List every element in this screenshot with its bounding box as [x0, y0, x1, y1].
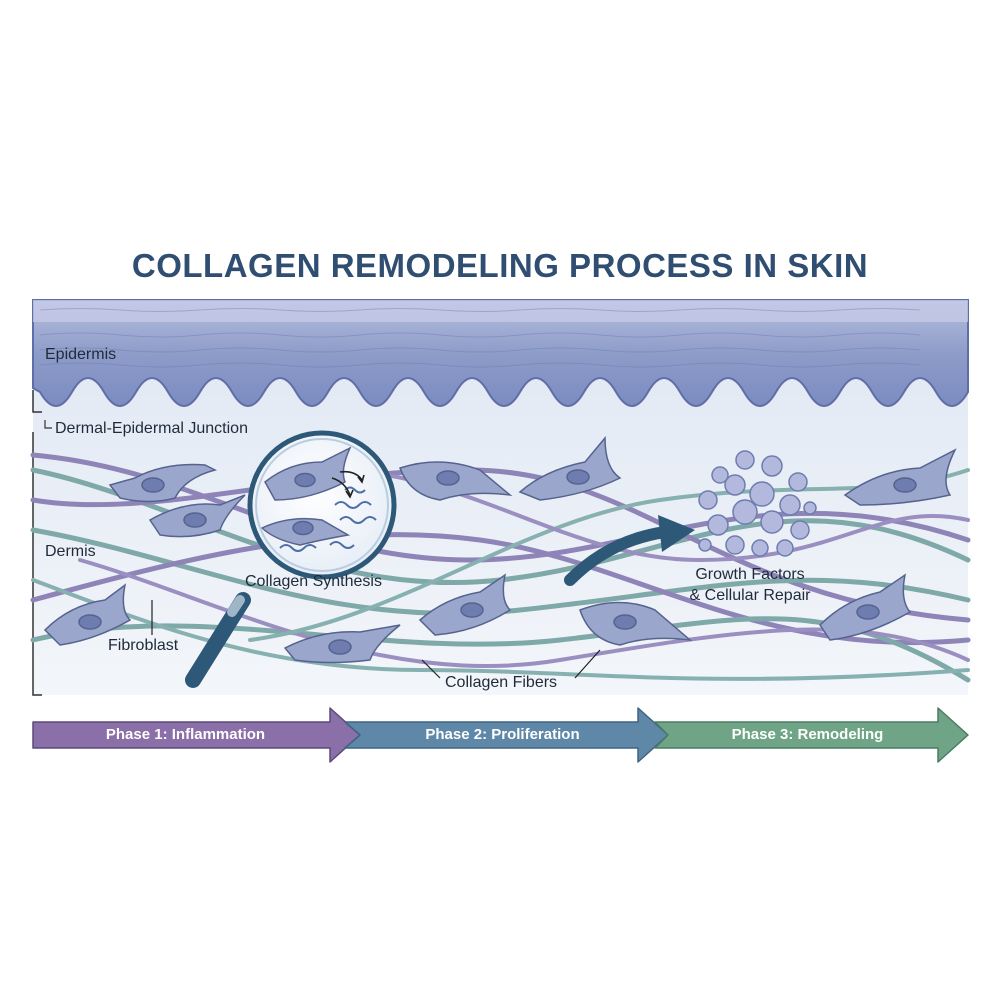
fibroblast-cells [43, 435, 957, 664]
fibroblast-cell [148, 494, 246, 538]
phase-arrow-3 [654, 707, 969, 763]
phase-arrow-2 [344, 707, 669, 763]
label-collagen-fibers: Collagen Fibers [445, 674, 558, 691]
fibroblast-cell [43, 583, 132, 646]
fibroblast-cell [418, 573, 512, 636]
fibroblast-cell [579, 601, 693, 646]
label-pointers [151, 600, 601, 679]
label-dermis: Dermis [45, 543, 96, 560]
label-epidermis: Epidermis [45, 346, 117, 363]
arrow-icon [564, 515, 695, 586]
page-title: COLLAGEN REMODELING PROCESS IN SKIN [131, 247, 869, 284]
phase-1-label: Phase 1: Inflammation [105, 726, 266, 743]
growth-factor-cluster-icon [698, 450, 817, 557]
fibers-pointer-left [421, 659, 441, 679]
label-growth-factors: Growth Factors [695, 566, 805, 583]
label-dermal-epidermal-junction: Dermal-Epidermal Junction [55, 420, 248, 437]
fibroblast-cell [108, 463, 218, 503]
label-collagen-synthesis: Collagen Synthesis [245, 573, 382, 590]
collagen-strands [279, 486, 377, 552]
label-cellular-repair: & Cellular Repair [689, 587, 811, 604]
junction-pointer [44, 420, 52, 429]
magnifier-icon [185, 430, 397, 688]
fibroblast-cell [518, 435, 622, 501]
dermis-bracket [32, 432, 42, 696]
fibroblast-cell [819, 573, 912, 641]
synthesis-arrows [331, 470, 365, 499]
fibroblast-cell [843, 448, 957, 506]
fibers-pointer-right [574, 649, 601, 679]
label-fibroblast: Fibroblast [108, 637, 179, 654]
fibroblast-cell [399, 461, 513, 501]
lens-fibroblast [260, 446, 352, 546]
fibroblast-cell [283, 624, 401, 664]
phase-2-label: Phase 2: Proliferation [425, 726, 580, 743]
phase-3-label: Phase 3: Remodeling [731, 726, 884, 743]
epidermis-layer [32, 299, 969, 407]
phase-arrows [32, 707, 969, 763]
epidermis-bracket [32, 390, 42, 413]
stratum-corneum [33, 300, 968, 322]
